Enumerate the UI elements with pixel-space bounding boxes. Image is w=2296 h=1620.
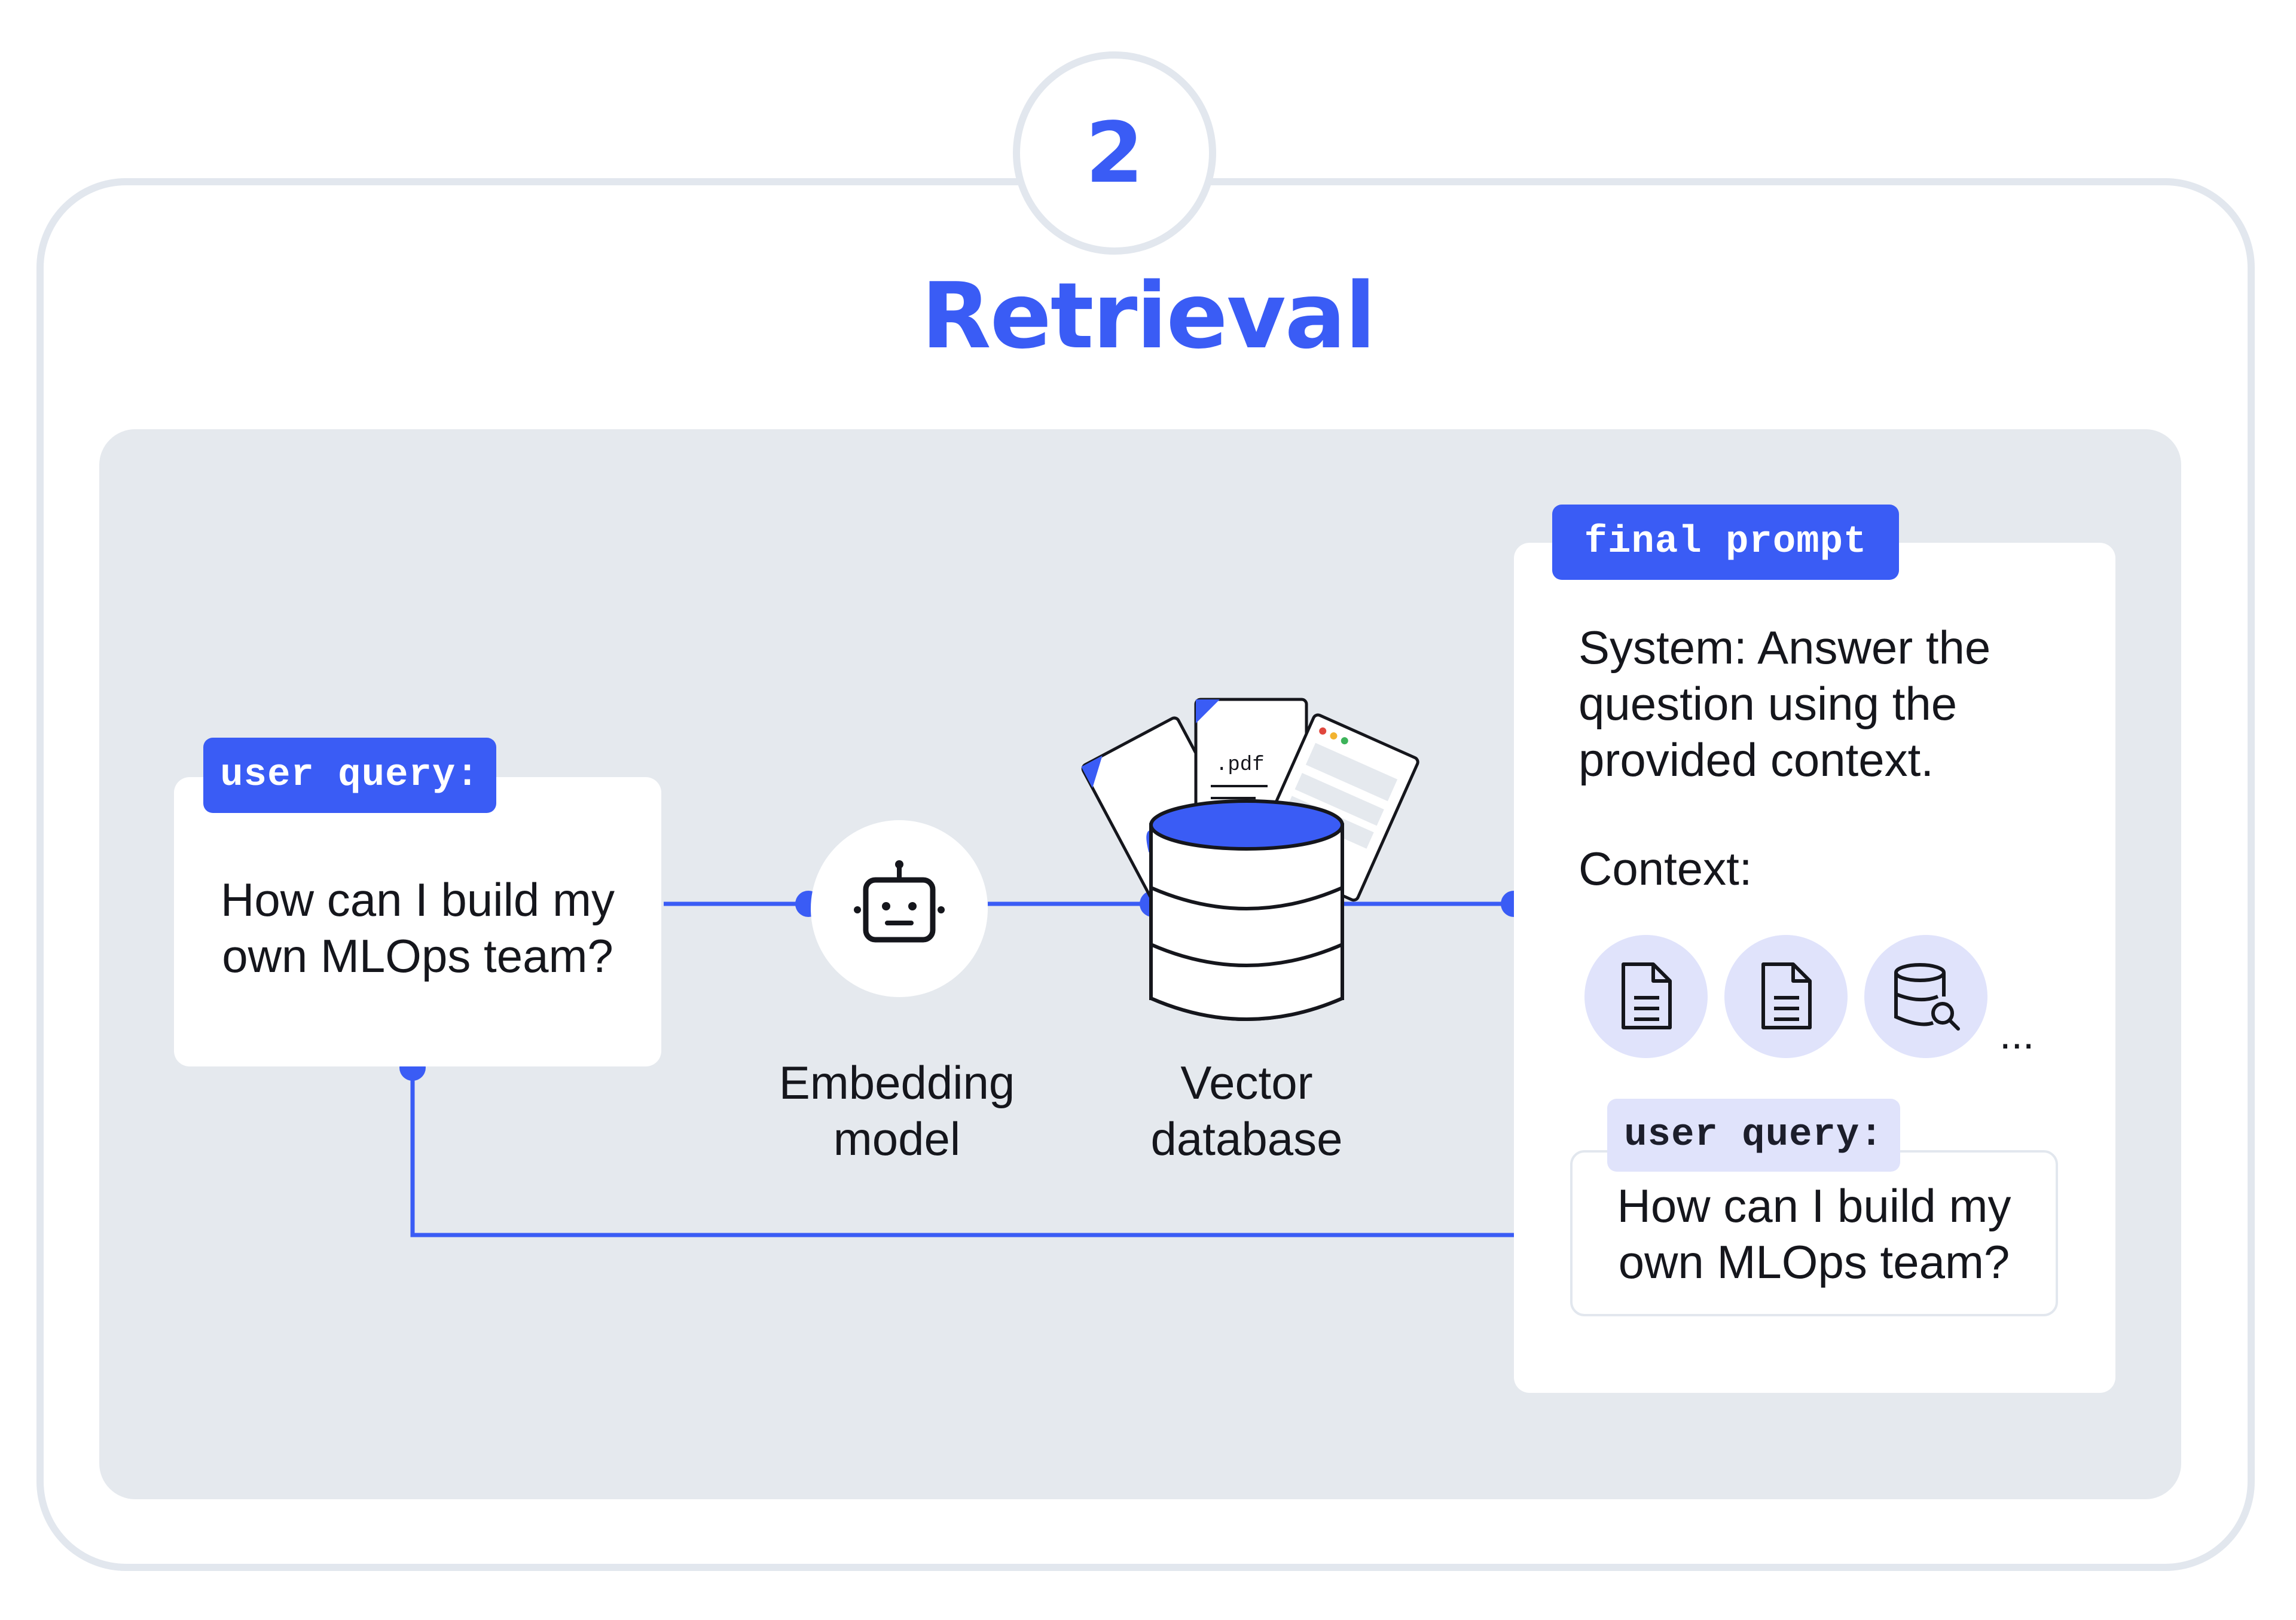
context-ellipsis: ... (1999, 1011, 2035, 1057)
final-prompt-tag: final prompt (1552, 505, 1899, 580)
vector-database-icon: .pdf (1081, 698, 1419, 1021)
pdf-label: .pdf (1216, 754, 1265, 777)
step-number: 2 (1085, 104, 1144, 202)
vector-db-caption-line-1: Vector (1180, 1056, 1313, 1109)
final-query-line-1: How can I build my (1617, 1179, 2011, 1232)
embedding-caption-line-2: model (833, 1112, 961, 1165)
page-title: Retrieval (921, 263, 1376, 369)
embedding-caption-line-1: Embedding (778, 1056, 1015, 1109)
context-document-1 (1584, 935, 1708, 1058)
database-search-icon (1894, 963, 1960, 1031)
final-query-tag: user query: (1607, 1099, 1900, 1172)
user-query-line-1: How can I build my (221, 873, 615, 926)
final-query-card: How can I build my own MLOps team? (1570, 1150, 2058, 1316)
database-cylinder (1149, 799, 1344, 1021)
system-line-2: question using the (1578, 677, 1958, 730)
user-query-card: How can I build my own MLOps team? (174, 777, 661, 1066)
document-icon (1761, 962, 1812, 1029)
user-query-line-2: own MLOps team? (222, 930, 613, 982)
context-label: Context: (1578, 842, 1752, 895)
connector-query-to-final-query (410, 1068, 1574, 1237)
context-document-2 (1724, 935, 1848, 1058)
context-database (1864, 935, 1987, 1058)
system-line-1: System: Answer the (1578, 621, 1991, 674)
user-query-tag: user query: (203, 738, 496, 813)
embedding-model-node (811, 820, 988, 997)
vector-db-caption-line-2: database (1150, 1112, 1343, 1165)
document-icon (1622, 962, 1672, 1029)
robot-icon (854, 860, 945, 943)
system-line-3: provided context. (1578, 733, 1934, 786)
final-query-line-2: own MLOps team? (1618, 1236, 2010, 1288)
